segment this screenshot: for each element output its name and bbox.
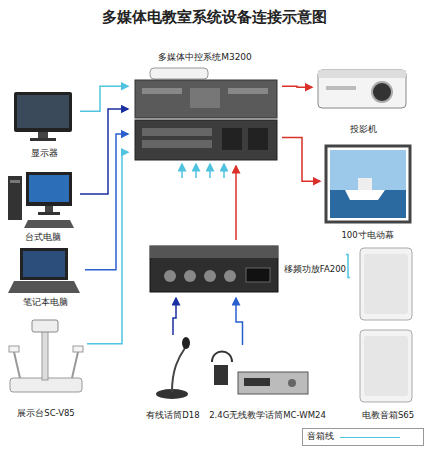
- device-label: 投影机: [350, 124, 377, 134]
- device-label: 有线话筒D18: [146, 410, 199, 420]
- legend-box: 音箱线: [302, 428, 424, 446]
- signal-cable: [282, 138, 320, 182]
- signal-cable: [282, 86, 312, 87]
- desktop-icon: [8, 172, 74, 228]
- signal-cable: [80, 86, 128, 111]
- legend-text: 音箱线: [307, 431, 334, 443]
- legend-swatch: [340, 437, 400, 438]
- device-label: 电教音箱S65: [362, 410, 414, 420]
- monitor-icon: [14, 92, 72, 141]
- wired-microphone-icon: [156, 337, 190, 399]
- document-camera-icon: [9, 320, 83, 392]
- device-node: 有线话筒D18: [140, 335, 206, 420]
- device-label: 多媒体中控系统M3200: [158, 52, 252, 62]
- device-label: 2.4G无线教学话筒MC-WM24: [209, 410, 326, 420]
- diagram-title: 多媒体电教室系统设备连接示意图: [0, 8, 428, 27]
- laptop-icon: [8, 248, 80, 293]
- signal-cable: [80, 109, 128, 194]
- signal-cable: [346, 255, 350, 278]
- device-node: 投影机: [312, 62, 414, 134]
- device-node: 显示器: [8, 86, 80, 158]
- device-label: 100寸电动幕: [341, 230, 393, 240]
- projector-icon: [318, 70, 406, 108]
- amplifier-icon: [150, 246, 278, 292]
- device-node: 笔记本电脑: [5, 245, 85, 307]
- device-label: 台式电脑: [25, 232, 61, 242]
- signal-cable: [235, 166, 237, 240]
- device-label: 笔记本电脑: [23, 297, 68, 307]
- signal-cable: [87, 152, 128, 343]
- device-label: 展示台SC-V85: [17, 408, 75, 418]
- device-node: 100寸电动幕: [320, 142, 415, 240]
- device-node: 展示台SC-V85: [5, 312, 87, 418]
- central-control-icon: [135, 68, 277, 160]
- device-node: 台式电脑: [5, 168, 80, 242]
- device-node: 2.4G无线教学话筒MC-WM24: [205, 345, 330, 420]
- wireless-microphone-icon: [212, 352, 308, 395]
- signal-cable: [173, 298, 176, 335]
- device-node: 移频功放FA200: [146, 240, 346, 298]
- device-node: 多媒体中控系统M3200: [128, 52, 282, 166]
- device-label: 移频功放FA200: [284, 264, 346, 274]
- device-node: 电教音箱S65: [350, 242, 426, 420]
- signal-cable: [236, 298, 243, 345]
- projection-screen-icon: [326, 146, 410, 222]
- device-label: 显示器: [31, 148, 58, 158]
- input-arrows: [182, 164, 224, 178]
- speaker-icons: [360, 248, 412, 402]
